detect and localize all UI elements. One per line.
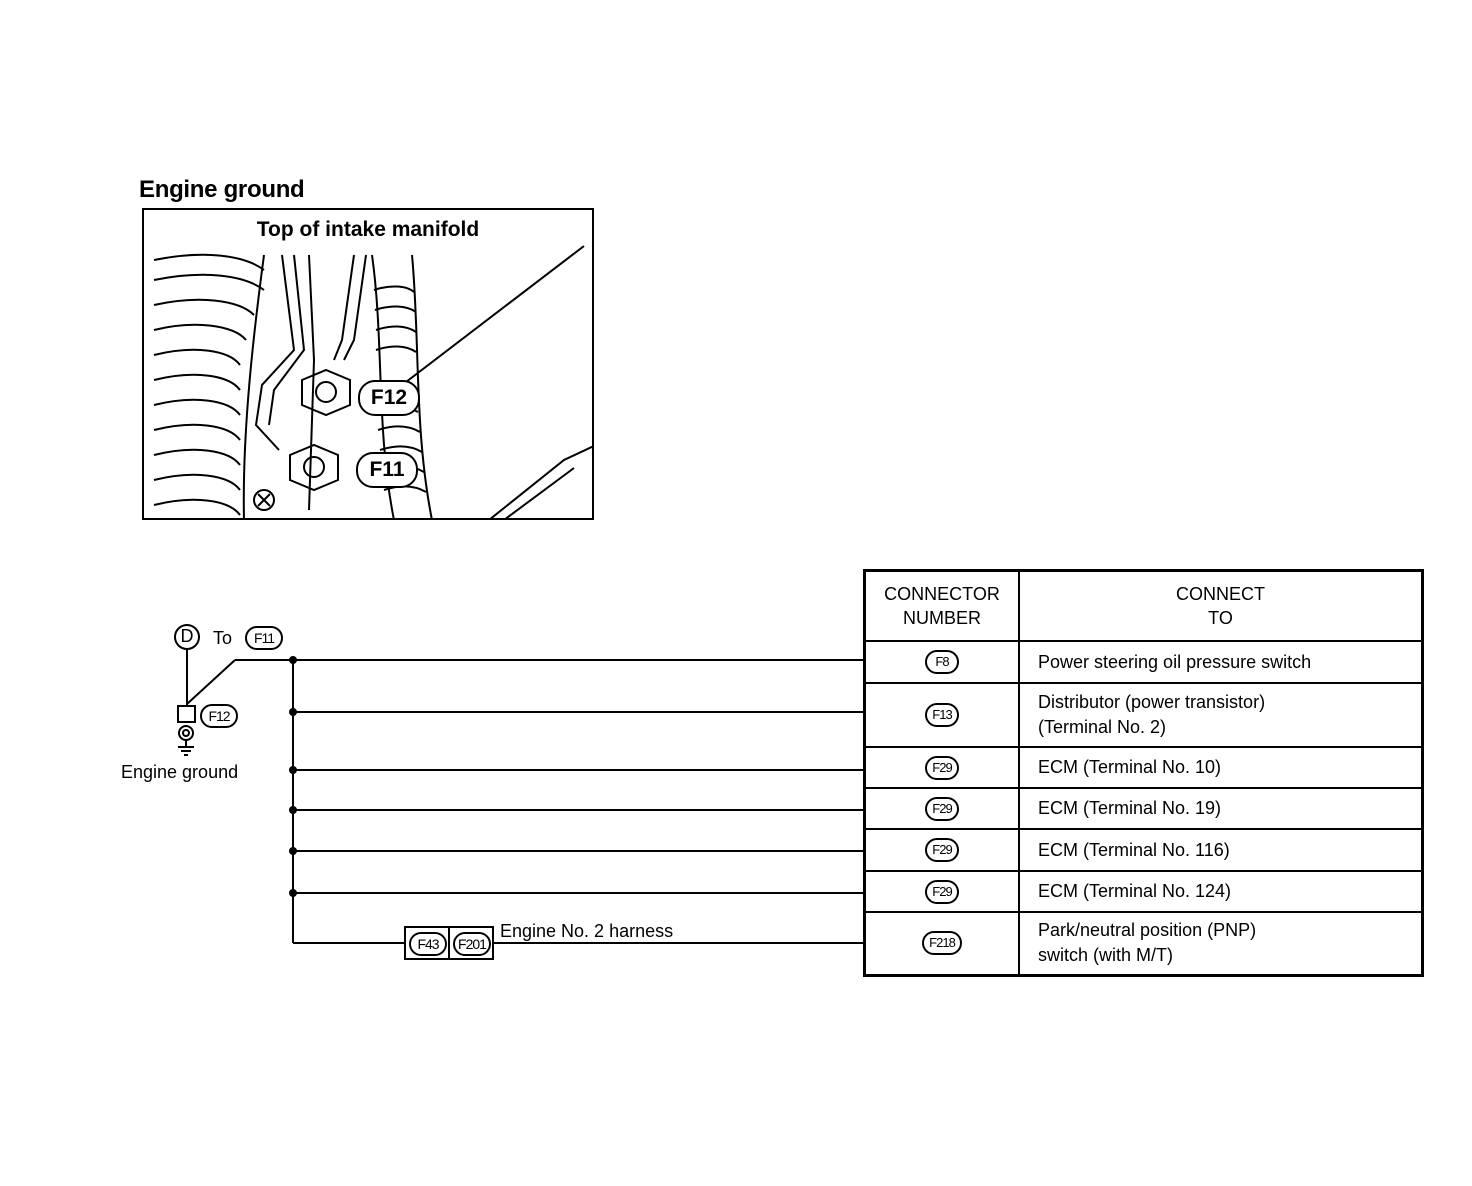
table-row: F8 Power steering oil pressure switch: [863, 640, 1424, 684]
connector-number-cell: F218: [863, 911, 1020, 976]
connector-pill: F29: [925, 838, 959, 862]
connect-to-text: Power steering oil pressure switch: [1038, 651, 1312, 672]
connector-number-cell: F29: [863, 787, 1020, 830]
table-row: F218 Park/neutral position (PNP) switch (…: [863, 911, 1424, 976]
connector-pill: F29: [925, 755, 959, 780]
to-connector-f11: F11: [245, 626, 283, 650]
engine-drawing: [153, 245, 592, 518]
table-row: F29 ECM (Terminal No. 19): [863, 787, 1424, 830]
connector-number-cell: F29: [863, 870, 1020, 913]
connect-to-text: (Terminal No. 2): [1038, 717, 1167, 737]
connect-to-cell: Park/neutral position (PNP) switch (with …: [1018, 911, 1424, 976]
table-row: F29 ECM (Terminal No. 116): [863, 828, 1424, 872]
connect-to-cell: Distributor (power transistor) (Terminal …: [1018, 682, 1424, 748]
table-header-row: CONNECTOR NUMBER CONNECT TO: [863, 569, 1424, 642]
inline-connector-f201: F201: [453, 932, 491, 956]
connector-number-cell: F29: [863, 828, 1020, 872]
connector-pill: F29: [925, 879, 959, 904]
connector-table: CONNECTOR NUMBER CONNECT TO F8 Power ste…: [863, 569, 1424, 977]
connector-number-cell: F29: [863, 746, 1020, 789]
connect-to-text: ECM (Terminal No. 10): [1038, 757, 1222, 777]
ground-ring: [178, 725, 194, 741]
engine-ground-label: Engine ground: [121, 762, 239, 782]
connector-pill: F218: [922, 931, 962, 956]
connect-to-text: ECM (Terminal No. 116): [1038, 839, 1230, 860]
ground-connector-f12: F12: [200, 704, 238, 728]
connect-to-cell: ECM (Terminal No. 116): [1018, 828, 1424, 872]
intake-manifold-illustration: Top of intake manifold: [142, 208, 594, 520]
to-label: To: [213, 628, 233, 648]
connect-to-text: Park/neutral position (PNP): [1038, 920, 1257, 941]
connect-to-cell: ECM (Terminal No. 10): [1018, 746, 1424, 789]
connector-pill: F29: [925, 796, 959, 821]
section-title: Engine ground: [139, 176, 305, 203]
connect-to-cell: Power steering oil pressure switch: [1018, 640, 1424, 684]
connector-pill: F13: [925, 703, 959, 727]
connect-to-cell: ECM (Terminal No. 124): [1018, 870, 1424, 913]
harness-label: Engine No. 2 harness: [500, 921, 674, 941]
illustration-caption: Top of intake manifold: [256, 218, 480, 241]
connector-pill: F8: [925, 650, 959, 674]
connect-to-cell: ECM (Terminal No. 19): [1018, 787, 1424, 830]
table-row: F29 ECM (Terminal No. 124): [863, 870, 1424, 913]
header-connector-number: CONNECTOR NUMBER: [863, 569, 1020, 642]
f12-photo-label: F12: [358, 380, 420, 416]
inline-connector-f43: F43: [409, 932, 447, 956]
connect-to-text: ECM (Terminal No. 124): [1038, 881, 1232, 901]
header-connect-to: CONNECT TO: [1018, 569, 1424, 642]
ground-terminal-square: [177, 705, 196, 723]
table-row: F29 ECM (Terminal No. 10): [863, 746, 1424, 789]
f11-photo-label: F11: [356, 452, 418, 488]
connector-number-cell: F13: [863, 682, 1020, 748]
connect-to-text: switch (with M/T): [1038, 945, 1173, 966]
terminal-d-label: D: [180, 626, 194, 646]
table-row: F13 Distributor (power transistor) (Termi…: [863, 682, 1424, 748]
connect-to-text: Distributor (power transistor): [1038, 692, 1266, 712]
connector-number-cell: F8: [863, 640, 1020, 684]
connect-to-text: ECM (Terminal No. 19): [1038, 798, 1222, 818]
